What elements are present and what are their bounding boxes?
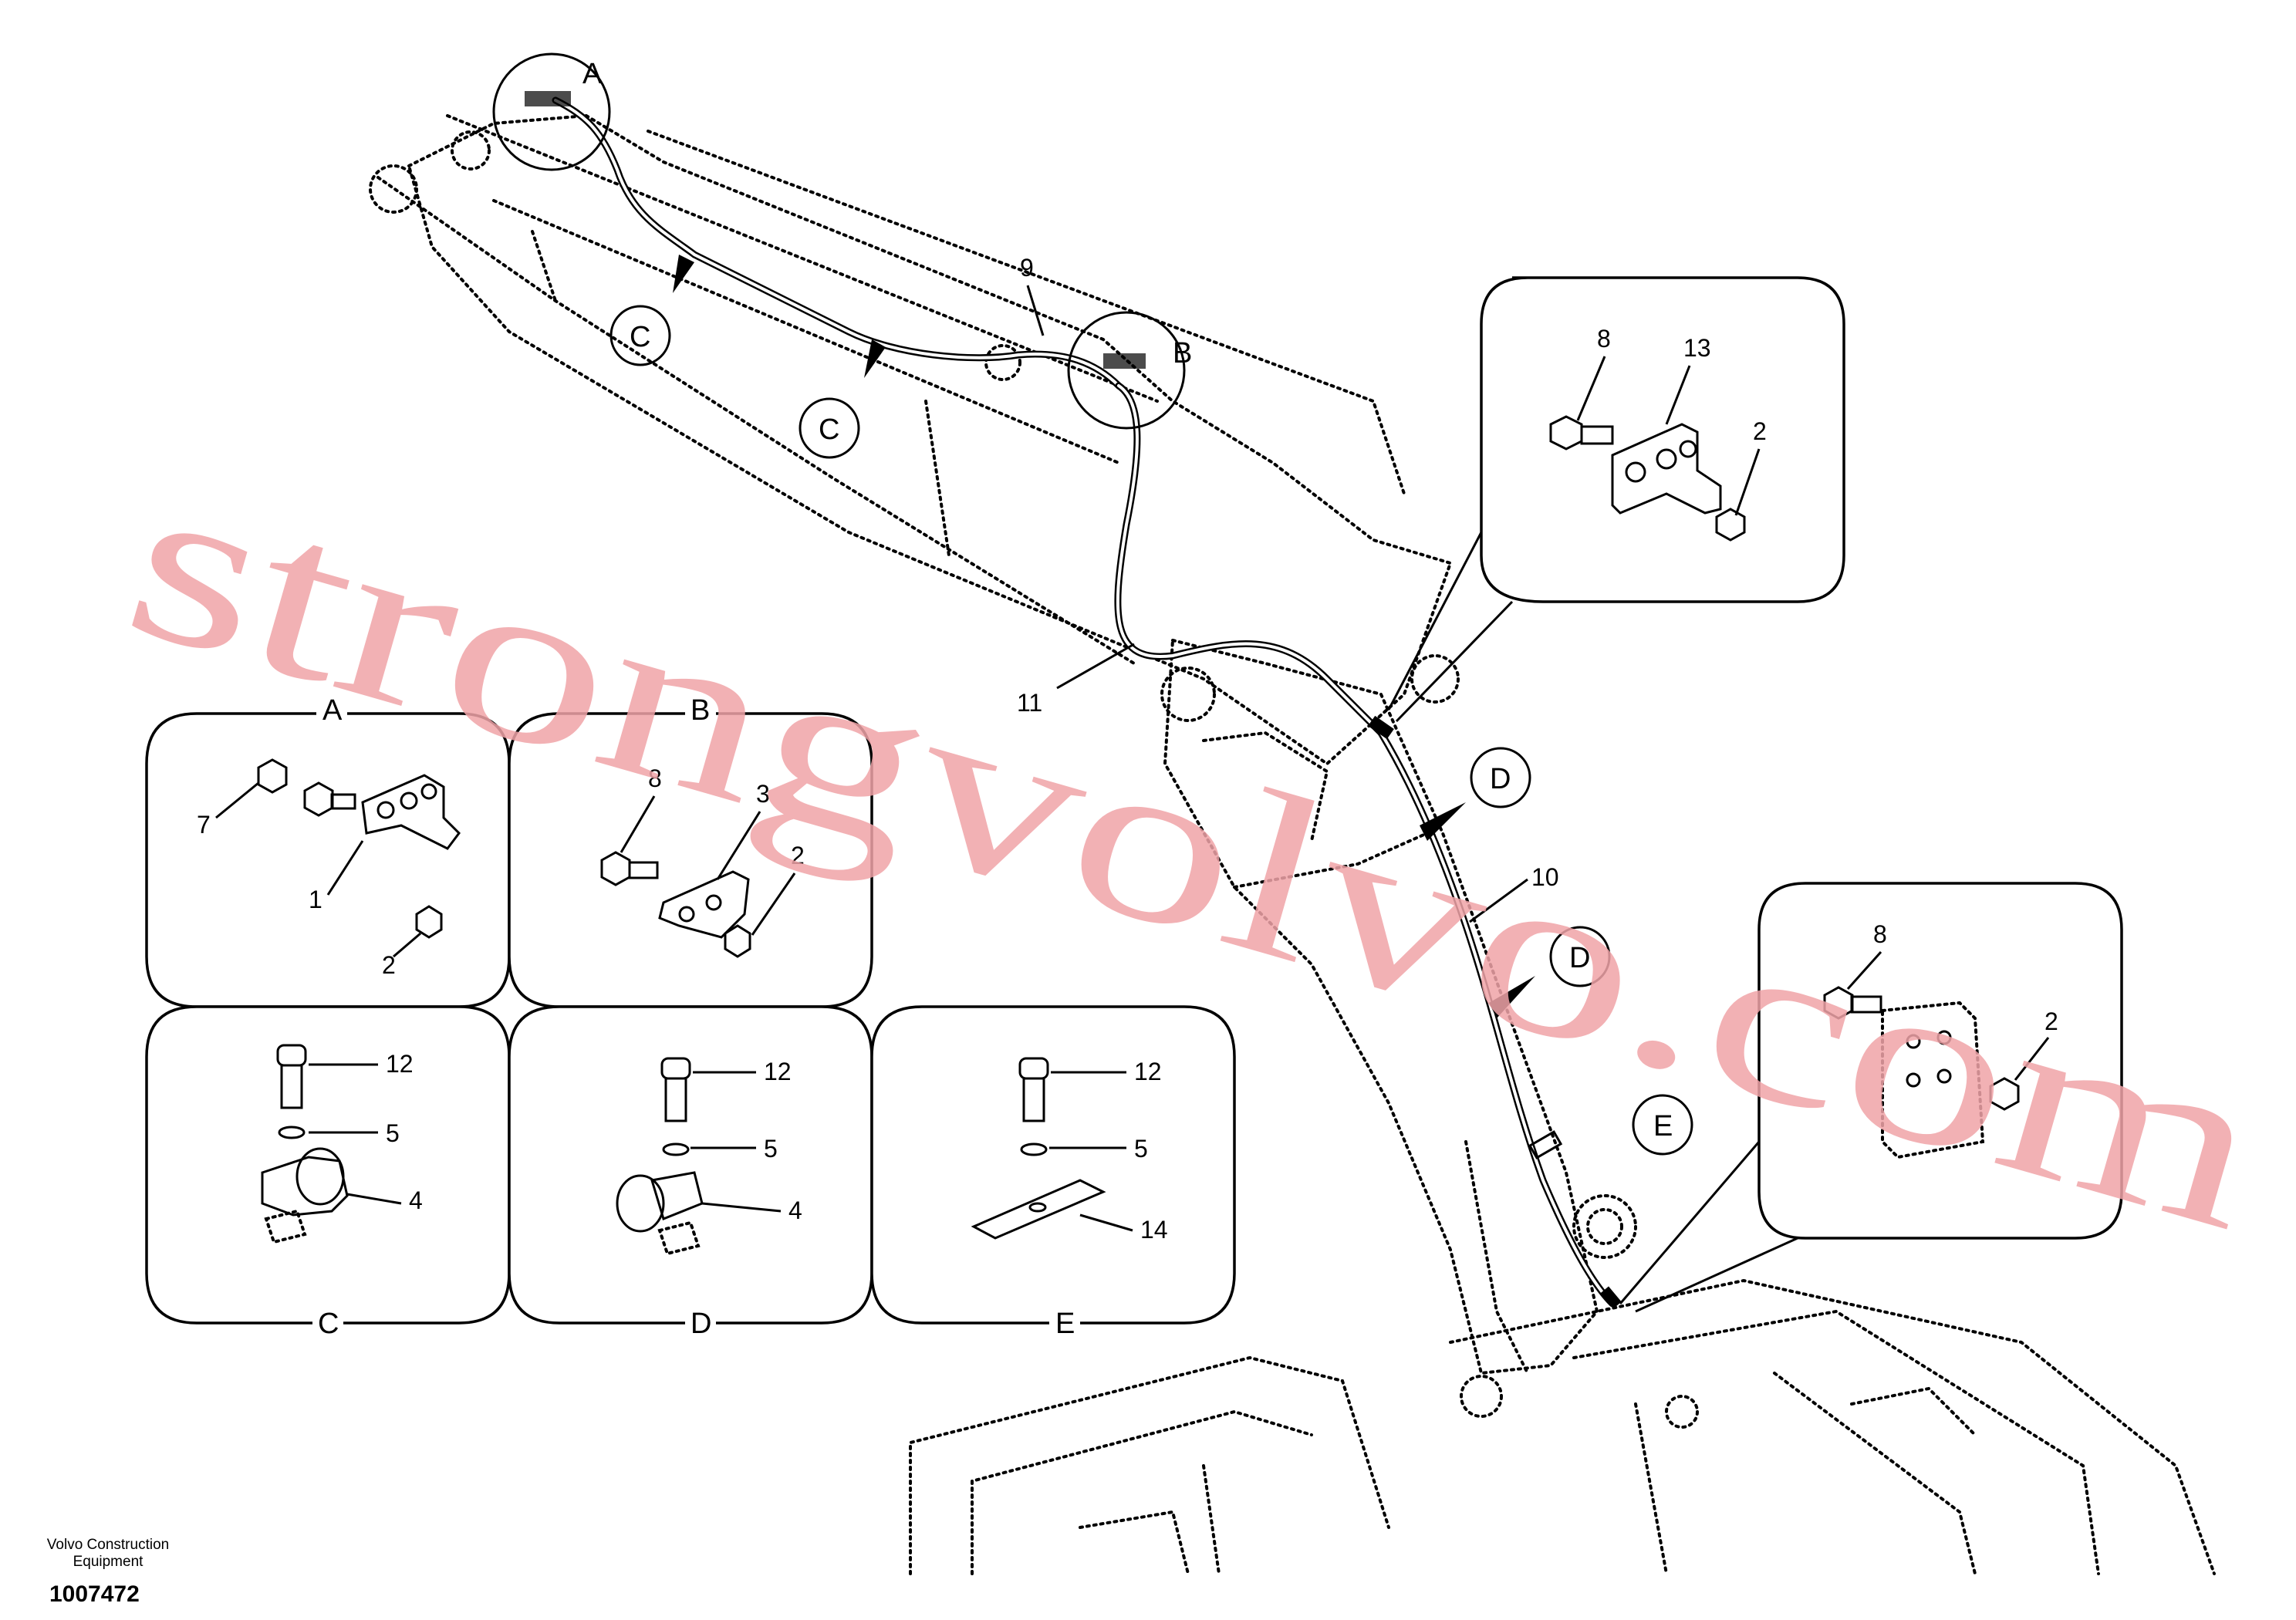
svg-text:D: D [1490, 763, 1511, 795]
panel-d: D 12 5 4 [508, 1005, 873, 1340]
detail-label-b: B [1173, 337, 1192, 370]
panel-d-part-12: 12 [764, 1058, 792, 1085]
callout-c-1: C [609, 305, 671, 366]
panel-e-part-14: 14 [1140, 1216, 1168, 1244]
inset-bracket-13: 8 13 2 [1387, 276, 1845, 723]
panel-c-title: C [318, 1308, 339, 1340]
callout-e: E [1632, 1094, 1693, 1156]
panel-a-part-1: 7 [197, 811, 211, 839]
panel-c-part-12: 12 [386, 1050, 414, 1078]
panel-e-part-12: 12 [1134, 1058, 1162, 1085]
footer-doc-number: 1007472 [49, 1581, 140, 1607]
inset2-label-2: 2 [2044, 1007, 2058, 1035]
footer-company: Volvo Construction Equipment [46, 1537, 170, 1570]
panel-e: E 12 5 14 [870, 1005, 1236, 1340]
svg-text:D: D [1569, 942, 1590, 974]
svg-text:E: E [1653, 1110, 1673, 1142]
panel-e-part-5: 5 [1134, 1135, 1148, 1163]
boom-arm-outline [369, 113, 2216, 1575]
inset1-label-8: 8 [1597, 325, 1611, 353]
detail-circle-b [1067, 311, 1186, 430]
panel-c-part-5: 5 [386, 1119, 400, 1147]
panel-d-part-5: 5 [764, 1135, 778, 1163]
detail-circle-a [492, 52, 611, 171]
callout-d-1: D [1470, 747, 1531, 808]
panel-b: B 8 3 2 [508, 694, 873, 1008]
panel-b-part-3: 3 [756, 780, 770, 808]
panel-a-part-2: 1 [309, 886, 322, 913]
part-label-10: 10 [1469, 863, 1559, 923]
panel-c: C 12 5 4 [145, 1005, 511, 1340]
svg-text:C: C [630, 321, 650, 353]
detail-label-a: A [582, 58, 603, 90]
part-label-11: 11 [1017, 643, 1135, 717]
inset2-label-8: 8 [1873, 920, 1887, 948]
inset1-label-2: 2 [1753, 417, 1767, 445]
panel-d-title: D [690, 1308, 711, 1340]
panel-b-title: B [690, 694, 710, 727]
inset-bracket-e: 8 2 [1619, 882, 2123, 1313]
svg-text:9: 9 [1020, 254, 1034, 282]
panel-b-part-2: 2 [791, 842, 805, 869]
callout-c-2: C [799, 397, 860, 459]
part-label-9: 9 [1020, 254, 1045, 336]
panel-a: A 7 1 2 [145, 694, 511, 1008]
svg-text:10: 10 [1531, 863, 1559, 891]
inset1-label-13: 13 [1683, 334, 1711, 362]
svg-text:11: 11 [1017, 689, 1042, 717]
panel-e-title: E [1055, 1308, 1075, 1340]
panel-d-part-4: 4 [788, 1196, 802, 1224]
callout-d-2: D [1549, 926, 1611, 987]
panel-a-part-3: 2 [382, 951, 396, 979]
hose-routing [552, 96, 1622, 1309]
svg-text:C: C [819, 413, 839, 446]
panel-a-title: A [322, 694, 343, 727]
panel-c-part-4: 4 [409, 1186, 423, 1214]
panel-b-part-8: 8 [648, 764, 662, 792]
